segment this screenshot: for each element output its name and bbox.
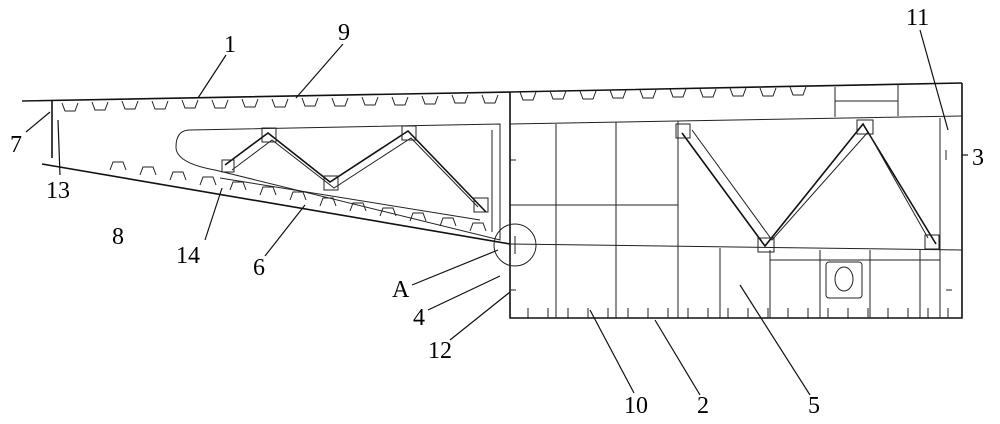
label-3: 3 xyxy=(972,145,984,171)
box-section xyxy=(509,83,963,319)
leader-lines xyxy=(25,29,968,396)
label-12: 12 xyxy=(428,338,452,364)
label-5: 5 xyxy=(808,393,820,419)
label-8: 8 xyxy=(112,224,124,250)
part-labels: 1 2 3 4 5 6 7 8 9 10 11 12 13 14 A xyxy=(10,5,984,419)
truss-bracing xyxy=(219,119,940,253)
label-13: 13 xyxy=(46,178,70,204)
label-11: 11 xyxy=(906,5,929,31)
label-9: 9 xyxy=(338,20,350,46)
label-14: 14 xyxy=(176,243,200,269)
detail-circle-a xyxy=(493,223,537,267)
label-1: 1 xyxy=(224,32,236,58)
label-6: 6 xyxy=(253,255,265,281)
label-a: A xyxy=(392,277,410,303)
label-2: 2 xyxy=(697,393,709,419)
label-7: 7 xyxy=(10,132,22,158)
cantilever-section xyxy=(21,82,963,245)
label-4: 4 xyxy=(413,305,425,331)
u-ribs xyxy=(61,86,949,318)
label-10: 10 xyxy=(624,393,648,419)
